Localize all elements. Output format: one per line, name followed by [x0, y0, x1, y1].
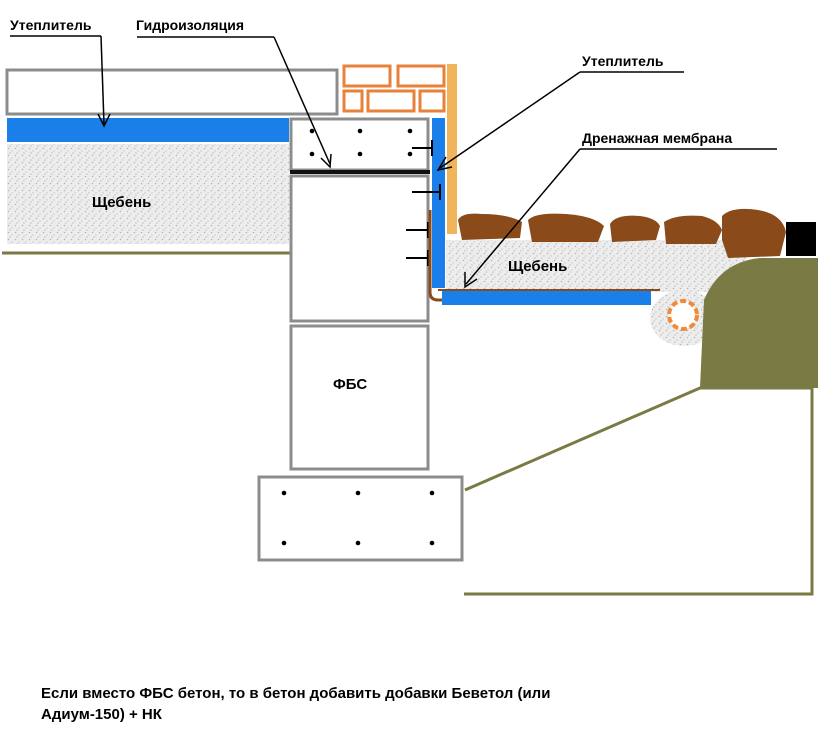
rebar-dot [429, 490, 435, 496]
rebar-dot [355, 490, 361, 496]
anchor-tick [412, 140, 433, 156]
soil-mound [700, 258, 818, 388]
insulation-layer-vertical [432, 118, 445, 288]
label-waterproofing: Гидроизоляция [136, 17, 244, 33]
fbs-block-lower [289, 324, 430, 471]
rebar-dot [281, 540, 287, 546]
drain-pipe-icon [667, 299, 699, 331]
gravel-bed-right [446, 240, 746, 292]
label-insulation-left: Утеплитель [10, 17, 92, 33]
floor-slab [5, 68, 339, 116]
facade-board [447, 64, 457, 234]
brick-wall [342, 64, 446, 113]
rebar-dot [309, 151, 315, 157]
rebar-dot [355, 540, 361, 546]
anchor-tick [412, 184, 441, 200]
label-leader-arrow [97, 113, 111, 128]
footnote: Если вместо ФБС бетон, то в бетон добави… [41, 683, 741, 725]
anchor-tick [406, 222, 429, 238]
rebar-dot [309, 128, 315, 134]
top-concrete-block [289, 117, 430, 172]
rebar-dot [281, 490, 287, 496]
label-leader-arrow [464, 272, 478, 289]
rebar-dot [407, 151, 413, 157]
ground-slope-line [464, 386, 814, 596]
label-gravel-left: Щебень [92, 194, 151, 211]
footnote-line-1: Если вместо ФБС бетон, то в бетон добави… [41, 685, 551, 702]
gravel-bed-left [7, 144, 289, 244]
rebar-dot [407, 128, 413, 134]
black-curb [786, 222, 816, 256]
rebar-dot [357, 128, 363, 134]
insulation-layer-right [442, 291, 651, 305]
fbs-block-upper [289, 174, 430, 323]
rebar-dots-top [309, 128, 413, 157]
footnote-line-2: Адиум-150) + НК [41, 706, 162, 723]
label-drainage-membrane: Дренажная мембрана [582, 130, 732, 146]
label-fbs: ФБС [333, 376, 367, 393]
anchor-ticks [406, 140, 441, 266]
label-leader-arrow [320, 153, 332, 169]
footing-slab [257, 475, 464, 562]
rebar-dot [357, 151, 363, 157]
leader-lines [10, 35, 777, 289]
rebar-dot [429, 540, 435, 546]
insulation-layer-left [7, 118, 289, 142]
drainage-membrane [428, 210, 444, 302]
rebar-dots-footing [281, 490, 435, 546]
label-leader-arrow [436, 156, 453, 172]
paving-stones [458, 208, 786, 258]
label-gravel-right: Щебень [508, 258, 567, 275]
anchor-tick [406, 250, 429, 266]
label-insulation-right: Утеплитель [582, 53, 664, 69]
